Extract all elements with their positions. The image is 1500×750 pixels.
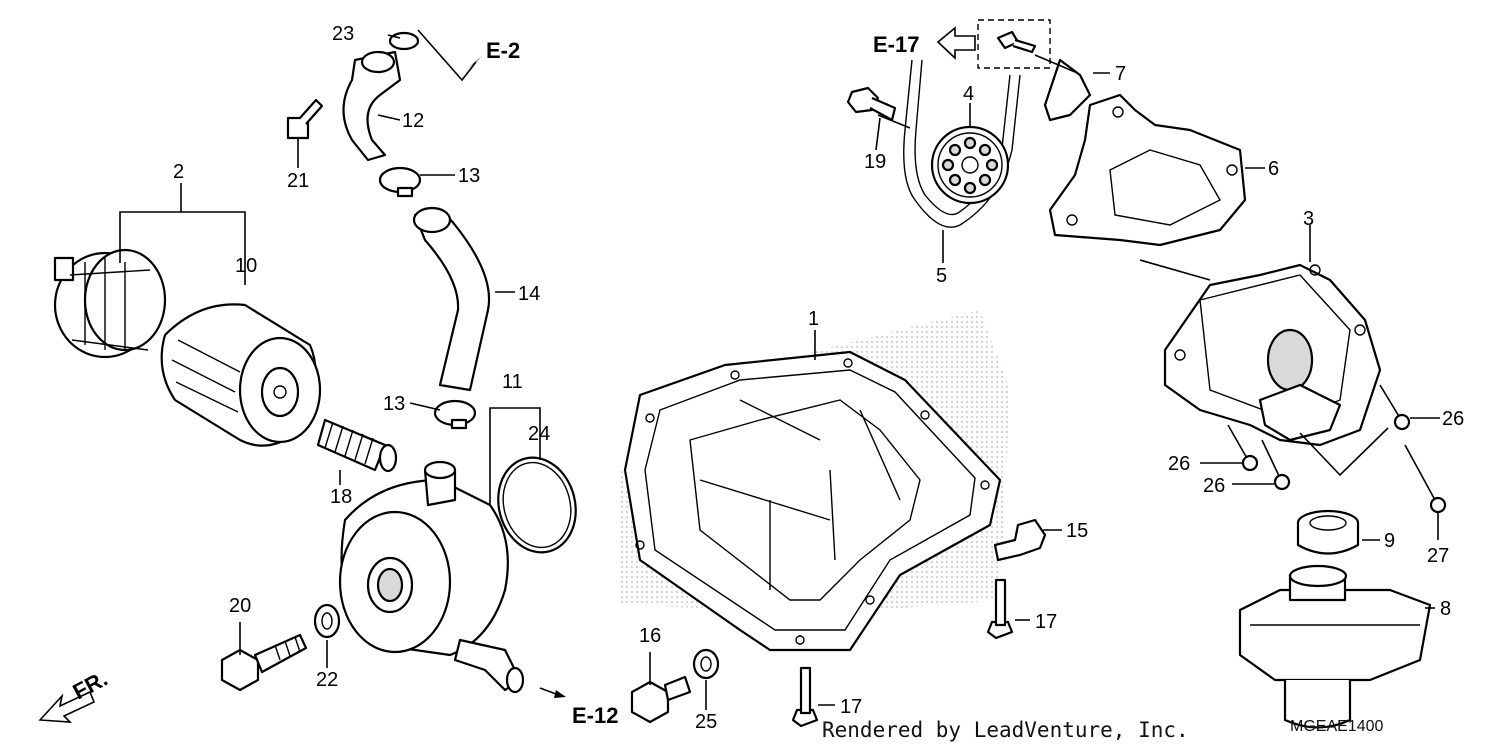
callout-17-lower: 17 <box>840 696 862 718</box>
part-13-hose-clamp-upper[interactable] <box>378 166 422 198</box>
callout-11: 11 <box>502 371 523 393</box>
part-1-oil-pan[interactable] <box>623 350 1002 652</box>
part-7-chain-guide[interactable] <box>1043 58 1092 122</box>
callout-4: 4 <box>963 83 974 105</box>
callout-20: 20 <box>229 595 251 617</box>
callout-5: 5 <box>936 265 947 287</box>
callout-13-lower: 13 <box>383 393 405 415</box>
callout-24: 24 <box>528 423 550 445</box>
ref-e2: E-2 <box>486 38 520 63</box>
part-25-sealing-washer[interactable] <box>692 648 720 680</box>
render-credit: Rendered by LeadVenture, Inc. <box>822 718 1189 742</box>
e17-arrow-icon <box>936 26 976 60</box>
part-26-bolt-a[interactable] <box>1227 424 1259 472</box>
callout-8: 8 <box>1440 598 1451 620</box>
callout-16: 16 <box>639 625 661 647</box>
part-26-bolt-b[interactable] <box>1261 439 1291 491</box>
part-18-nipple[interactable] <box>316 418 398 473</box>
callout-15: 15 <box>1066 520 1088 542</box>
callout-23: 23 <box>332 23 354 45</box>
part-20-banjo-bolt[interactable] <box>220 633 308 692</box>
part-19-bolt[interactable] <box>846 86 897 122</box>
part-11-oil-cooler[interactable] <box>338 460 525 694</box>
callout-10: 10 <box>235 255 257 277</box>
callout-6: 6 <box>1268 158 1279 180</box>
callout-13-upper: 13 <box>458 165 480 187</box>
part-8-oil-strainer[interactable] <box>1238 564 1432 729</box>
callout-18: 18 <box>330 486 352 508</box>
front-arrow-icon <box>38 690 96 723</box>
diagram-code: MGEAE1400 <box>1290 718 1384 735</box>
callout-9: 9 <box>1384 530 1395 552</box>
part-26-bolt-c[interactable] <box>1379 384 1411 431</box>
part-12-pipe-elbow[interactable] <box>342 50 402 162</box>
callout-1: 1 <box>808 308 819 330</box>
part-9-oil-seal[interactable] <box>1296 509 1360 555</box>
part-16-drain-bolt[interactable] <box>630 675 692 724</box>
part-27-bolt[interactable] <box>1404 444 1447 514</box>
callout-26-left: 26 <box>1168 453 1190 475</box>
ref-e12: E-12 <box>572 703 618 728</box>
callout-25: 25 <box>695 711 717 733</box>
ref-e17: E-17 <box>873 32 919 57</box>
callout-22: 22 <box>316 669 338 691</box>
part-24-gasket[interactable] <box>488 449 586 561</box>
callout-2: 2 <box>173 161 184 183</box>
part-15-bracket[interactable] <box>993 518 1047 562</box>
callout-21: 21 <box>287 170 309 192</box>
part-6-pump-gasket[interactable] <box>1048 93 1247 247</box>
callout-26-lower: 26 <box>1203 475 1225 497</box>
part-17-bolt-lower[interactable] <box>791 666 819 728</box>
part-4-sprocket[interactable] <box>930 125 1010 205</box>
part-14-hose[interactable] <box>412 206 491 392</box>
callout-19: 19 <box>864 151 886 173</box>
part-21-bolt[interactable] <box>286 98 324 160</box>
part-13-hose-clamp-lower[interactable] <box>433 399 477 430</box>
part-3-oil-pump[interactable] <box>1139 259 1382 447</box>
callout-17-upper: 17 <box>1035 611 1057 633</box>
callout-12: 12 <box>402 110 424 132</box>
part-10-oil-filter[interactable] <box>160 303 322 447</box>
part-22-washer[interactable] <box>313 603 341 639</box>
leader-lines <box>119 29 1440 710</box>
part-23-o-ring[interactable] <box>388 31 420 51</box>
part-2-filter-cap[interactable] <box>53 248 167 359</box>
callout-7: 7 <box>1115 63 1126 85</box>
callout-labels: 1 2 3 4 5 6 7 8 9 10 11 12 13 13 14 15 1… <box>173 23 1464 733</box>
callout-26-right: 26 <box>1442 408 1464 430</box>
dashed-bolt-box <box>977 19 1051 69</box>
callout-14: 14 <box>518 283 540 305</box>
part-17-bolt-upper[interactable] <box>986 578 1014 640</box>
callout-3: 3 <box>1303 208 1314 230</box>
callout-27: 27 <box>1427 545 1449 567</box>
